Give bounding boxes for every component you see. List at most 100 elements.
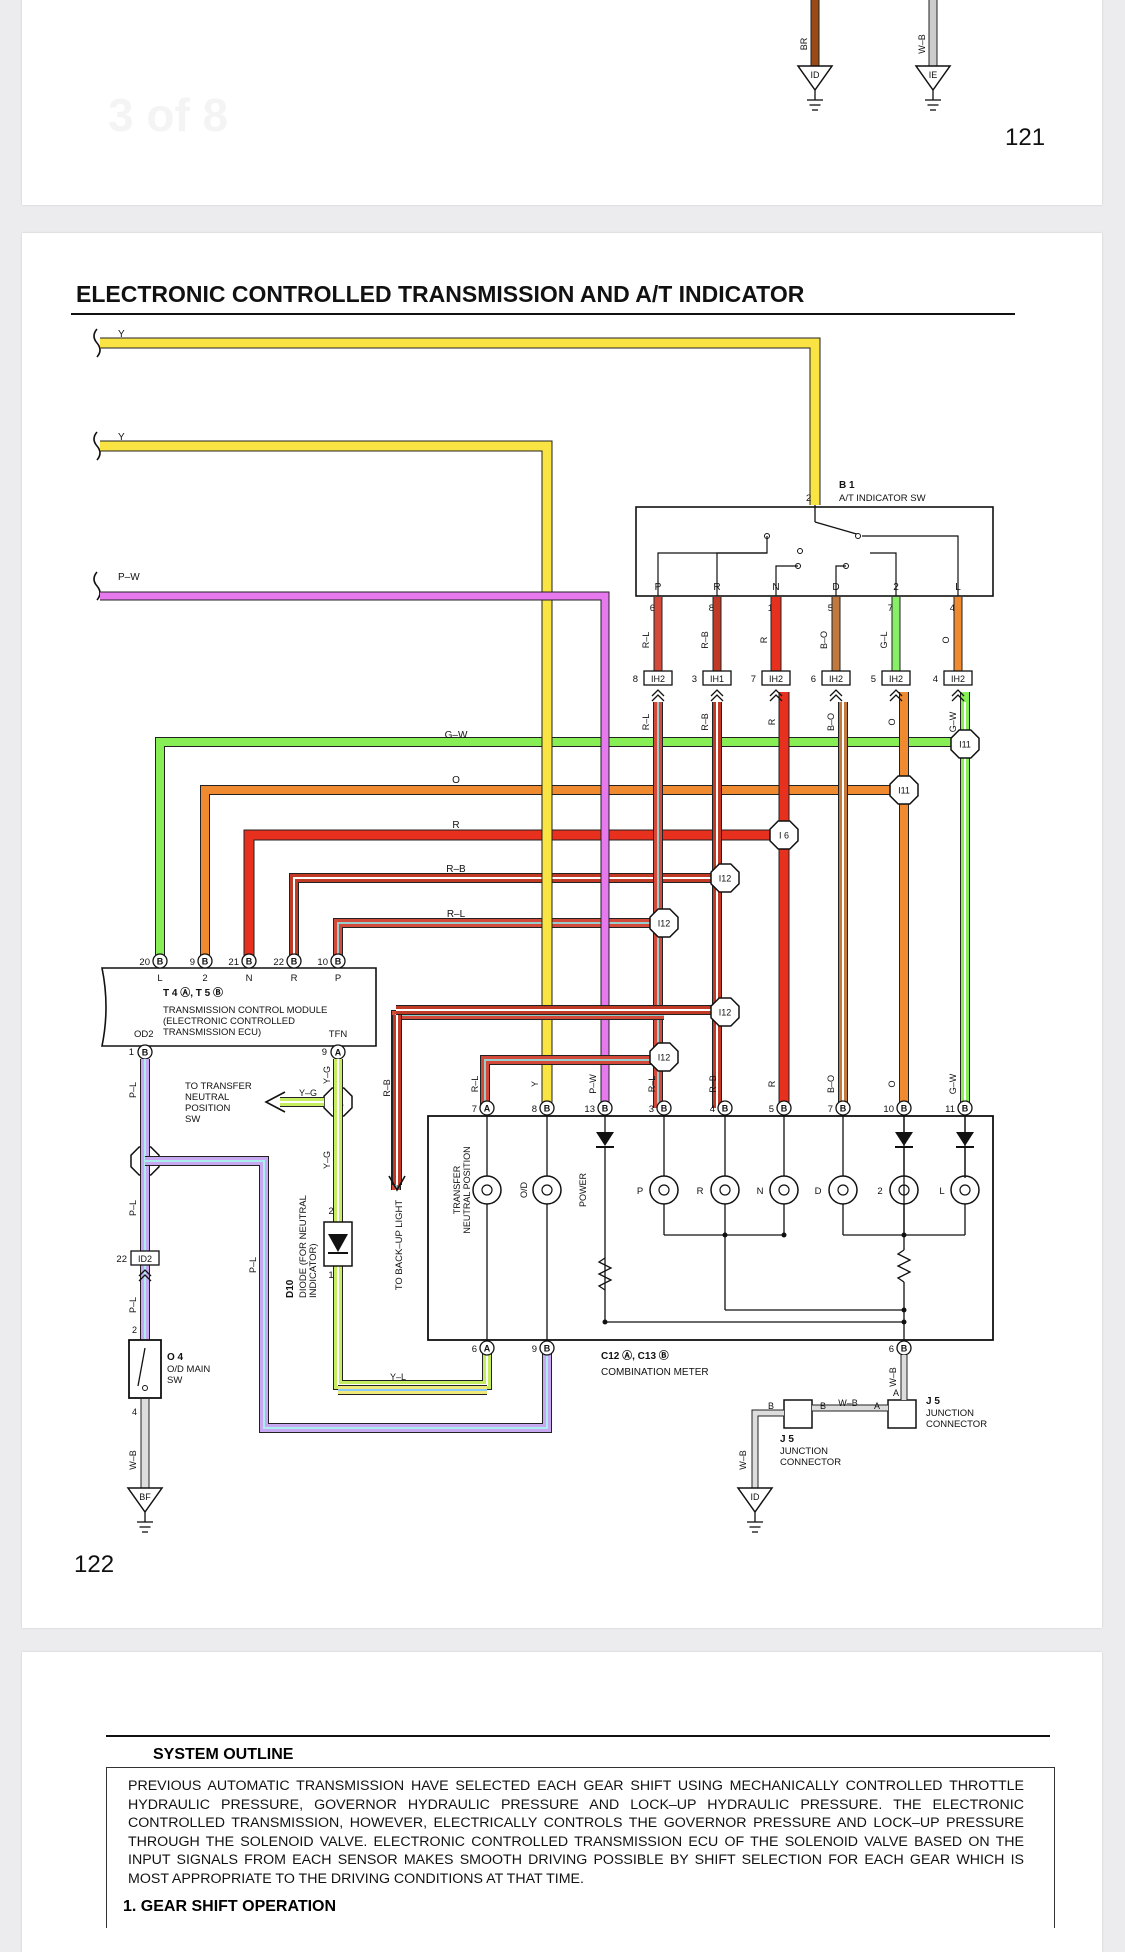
section-heading-gear-shift: 1. GEAR SHIFT OPERATION (123, 1898, 337, 1915)
j5-name-right-2: CONNECTOR (926, 1419, 987, 1430)
lamp-label-neutral-position: NEUTRAL POSITION (462, 1146, 472, 1233)
meter-top-pin-0 (479, 1100, 495, 1116)
meter-top-pin-number-5: 5 (769, 1104, 774, 1115)
meter-lamp-0 (472, 1175, 502, 1205)
connector-chevron (710, 689, 724, 702)
meter-resistor (896, 1249, 912, 1283)
wire-y-2 (100, 441, 552, 1108)
ecu-name-3: TRANSMISSION ECU) (163, 1027, 261, 1038)
below-label-4: O (887, 718, 897, 725)
ecu-pin-number-1: 9 (190, 957, 195, 968)
wire-rl-outline (333, 918, 664, 962)
wire-rl-7a (481, 1056, 664, 1108)
j5-code-right: J 5 (926, 1396, 940, 1407)
junction-I12-d (649, 1042, 679, 1072)
junction-I11-b-label: I11 (898, 786, 910, 796)
ecu-tfn-pin-number: 9 (322, 1047, 327, 1058)
ground-bf (126, 1487, 164, 1514)
junction-I12-b (649, 908, 679, 938)
j5-pin-b-2: B (820, 1401, 826, 1411)
label-sw: SW (185, 1114, 200, 1125)
label-wb-meter: W–B (888, 1367, 898, 1387)
system-outline-box (106, 1767, 1055, 1928)
od-switch-arm (137, 1347, 146, 1387)
b1-wire-label-2: R (759, 636, 769, 643)
connector-id-0: IH2 (651, 674, 665, 684)
page-number: 122 (74, 1551, 115, 1578)
id2-pin: 22 (116, 1254, 127, 1265)
meter-top-pin-8 (957, 1100, 973, 1116)
meter-diode (895, 1132, 913, 1146)
ground-id (736, 1487, 774, 1514)
label-o: O (452, 775, 460, 786)
b1-name: A/T INDICATOR SW (839, 493, 926, 504)
meter-top-wire-3: R–L (647, 1076, 657, 1093)
meter-lamp-3 (710, 1175, 740, 1205)
below-label-2: R (767, 718, 777, 725)
ecu-pin-name-3: R (291, 973, 298, 984)
junction-I12-c-label: I12 (719, 1008, 732, 1018)
od-switch-contact (142, 1385, 148, 1391)
ecu-pin-4-letter: B (335, 957, 342, 967)
wire-rl-7a-tracer (484, 1059, 664, 1108)
b1-pin-3: 5 (828, 603, 833, 614)
label-pl-2: P–L (128, 1200, 138, 1216)
ecu-pin-name-0: L (157, 973, 162, 984)
b1-internal (835, 565, 846, 596)
incoming-wire-label-2: P–W (118, 572, 140, 583)
meter-junction-dot (722, 1232, 728, 1238)
meter-lamp-filament (541, 1184, 553, 1196)
meter-diode (956, 1132, 974, 1146)
b1-internal (870, 552, 897, 596)
connector-pin-3: 6 (811, 674, 816, 685)
lamp-label-N: N (757, 1186, 764, 1197)
j5-pin-a-1: A (874, 1401, 880, 1411)
b1-contact (855, 533, 861, 539)
meter-top-pin-number-7: 10 (883, 1104, 894, 1115)
wire-rl (334, 919, 664, 962)
b1-pin-0: 6 (650, 603, 655, 614)
b1-internal (657, 536, 768, 596)
ecu-od2-pin-letter: B (142, 1048, 149, 1058)
diode-symbol (328, 1234, 348, 1252)
meter-top-pin-8-letter: B (962, 1104, 969, 1114)
connector-chevron (769, 689, 783, 702)
meter-top-pin-6 (835, 1100, 851, 1116)
ecu-code: T 4 Ⓐ, T 5 Ⓑ (163, 986, 223, 999)
lamp-label-D: D (815, 1186, 822, 1197)
b1-position-5: L (955, 582, 961, 593)
ecu-tfn-pin-letter: A (335, 1048, 342, 1058)
meter-code: C12 Ⓐ, C13 Ⓑ (601, 1349, 669, 1362)
top-ground-0 (796, 65, 834, 92)
ecu-name-2: (ELECTRONIC CONTROLLED (163, 1016, 295, 1027)
diode-pin-2: 2 (328, 1206, 333, 1216)
b1-position-1: R (713, 582, 720, 593)
junction-I11-b (889, 775, 919, 805)
meter-junction-dot (901, 1319, 907, 1325)
meter-bottom-pin-1-letter: B (544, 1344, 551, 1354)
combination-meter (427, 1115, 994, 1341)
b1-wire-label-4: G–L (879, 631, 889, 648)
wire-y-1 (100, 338, 820, 505)
meter-top-pin-number-2: 13 (584, 1104, 595, 1115)
od-name-2: SW (167, 1375, 182, 1386)
meter-top-wire-0: R–L (470, 1076, 480, 1093)
meter-top-pin-2-letter: B (602, 1104, 609, 1114)
meter-top-wire-7: O (887, 1080, 897, 1087)
power-resistor (597, 1257, 613, 1291)
meter-top-wire-6: B–O (826, 1075, 836, 1093)
ecu-pin-number-2: 21 (228, 957, 239, 968)
lamp-label-R: R (697, 1186, 704, 1197)
label-position: POSITION (185, 1103, 231, 1114)
ground-id-label: ID (751, 1492, 761, 1502)
junction-connector-j5-right (887, 1399, 917, 1429)
top-ground-0-label: ID (811, 70, 821, 80)
ecu-pin-4 (330, 953, 346, 969)
junction-I12-a-label: I12 (719, 874, 732, 884)
junction-I12-c (710, 997, 740, 1027)
meter-lamp-filament (778, 1184, 790, 1196)
wire-break-marker (93, 328, 101, 358)
diode-code: D10 (285, 1279, 296, 1298)
label-yl: Y–L (390, 1372, 406, 1382)
connector-IH2 (761, 670, 791, 686)
